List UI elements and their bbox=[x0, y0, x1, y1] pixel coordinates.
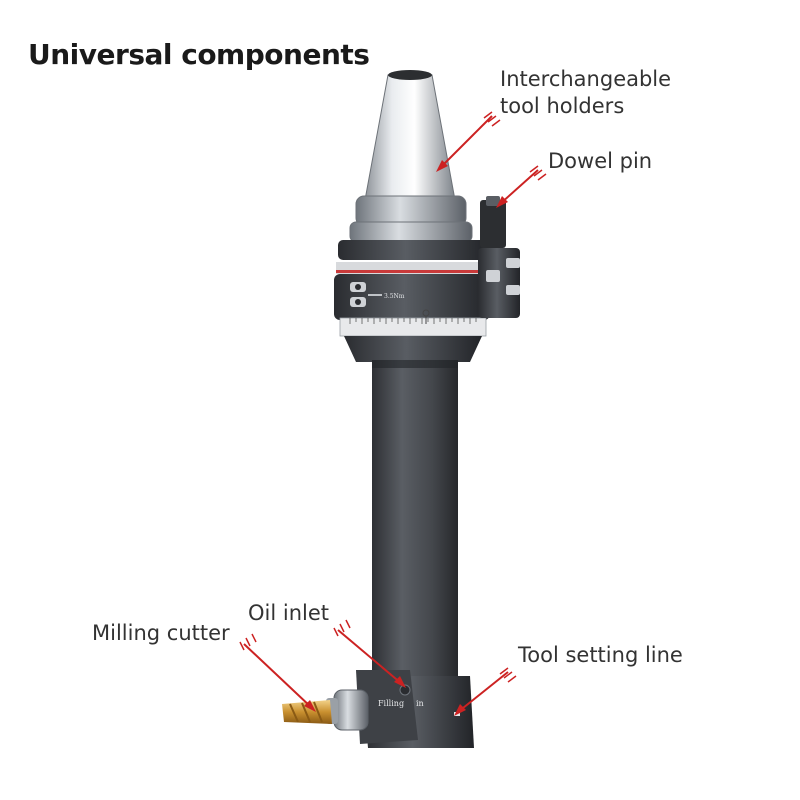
callout-holders: Interchangeable tool holders bbox=[500, 66, 671, 120]
callout-arrows bbox=[239, 111, 547, 716]
milling-cutter bbox=[282, 700, 332, 724]
callout-oil: Oil inlet bbox=[248, 601, 330, 625]
arrow-setting bbox=[454, 667, 517, 716]
callout-dowel: Dowel pin bbox=[548, 149, 653, 173]
tool-holder-cone bbox=[349, 70, 473, 243]
arrow-dowel bbox=[496, 165, 547, 208]
body-shaft bbox=[372, 360, 458, 680]
arrow-holders bbox=[436, 111, 501, 172]
page-title: Universal components bbox=[28, 38, 370, 71]
head-housing: 3.5Nm bbox=[334, 240, 490, 362]
collet bbox=[326, 689, 369, 731]
torque-label: 3.5Nm bbox=[384, 293, 405, 300]
arrow-oil bbox=[333, 619, 406, 688]
callout-holders-line1: Interchangeable bbox=[500, 67, 672, 91]
arrow-milling bbox=[239, 633, 316, 712]
callout-setting: Tool setting line bbox=[518, 643, 683, 667]
dowel-pin-block bbox=[478, 196, 520, 318]
callout-holders-line2: tool holders bbox=[500, 94, 625, 118]
filling-label: Filling bbox=[378, 699, 404, 708]
scale-ticks bbox=[349, 318, 477, 324]
filling-suffix: in bbox=[416, 699, 424, 708]
callout-milling: Milling cutter bbox=[92, 621, 230, 645]
bottom-head: Filling in bbox=[356, 670, 474, 748]
